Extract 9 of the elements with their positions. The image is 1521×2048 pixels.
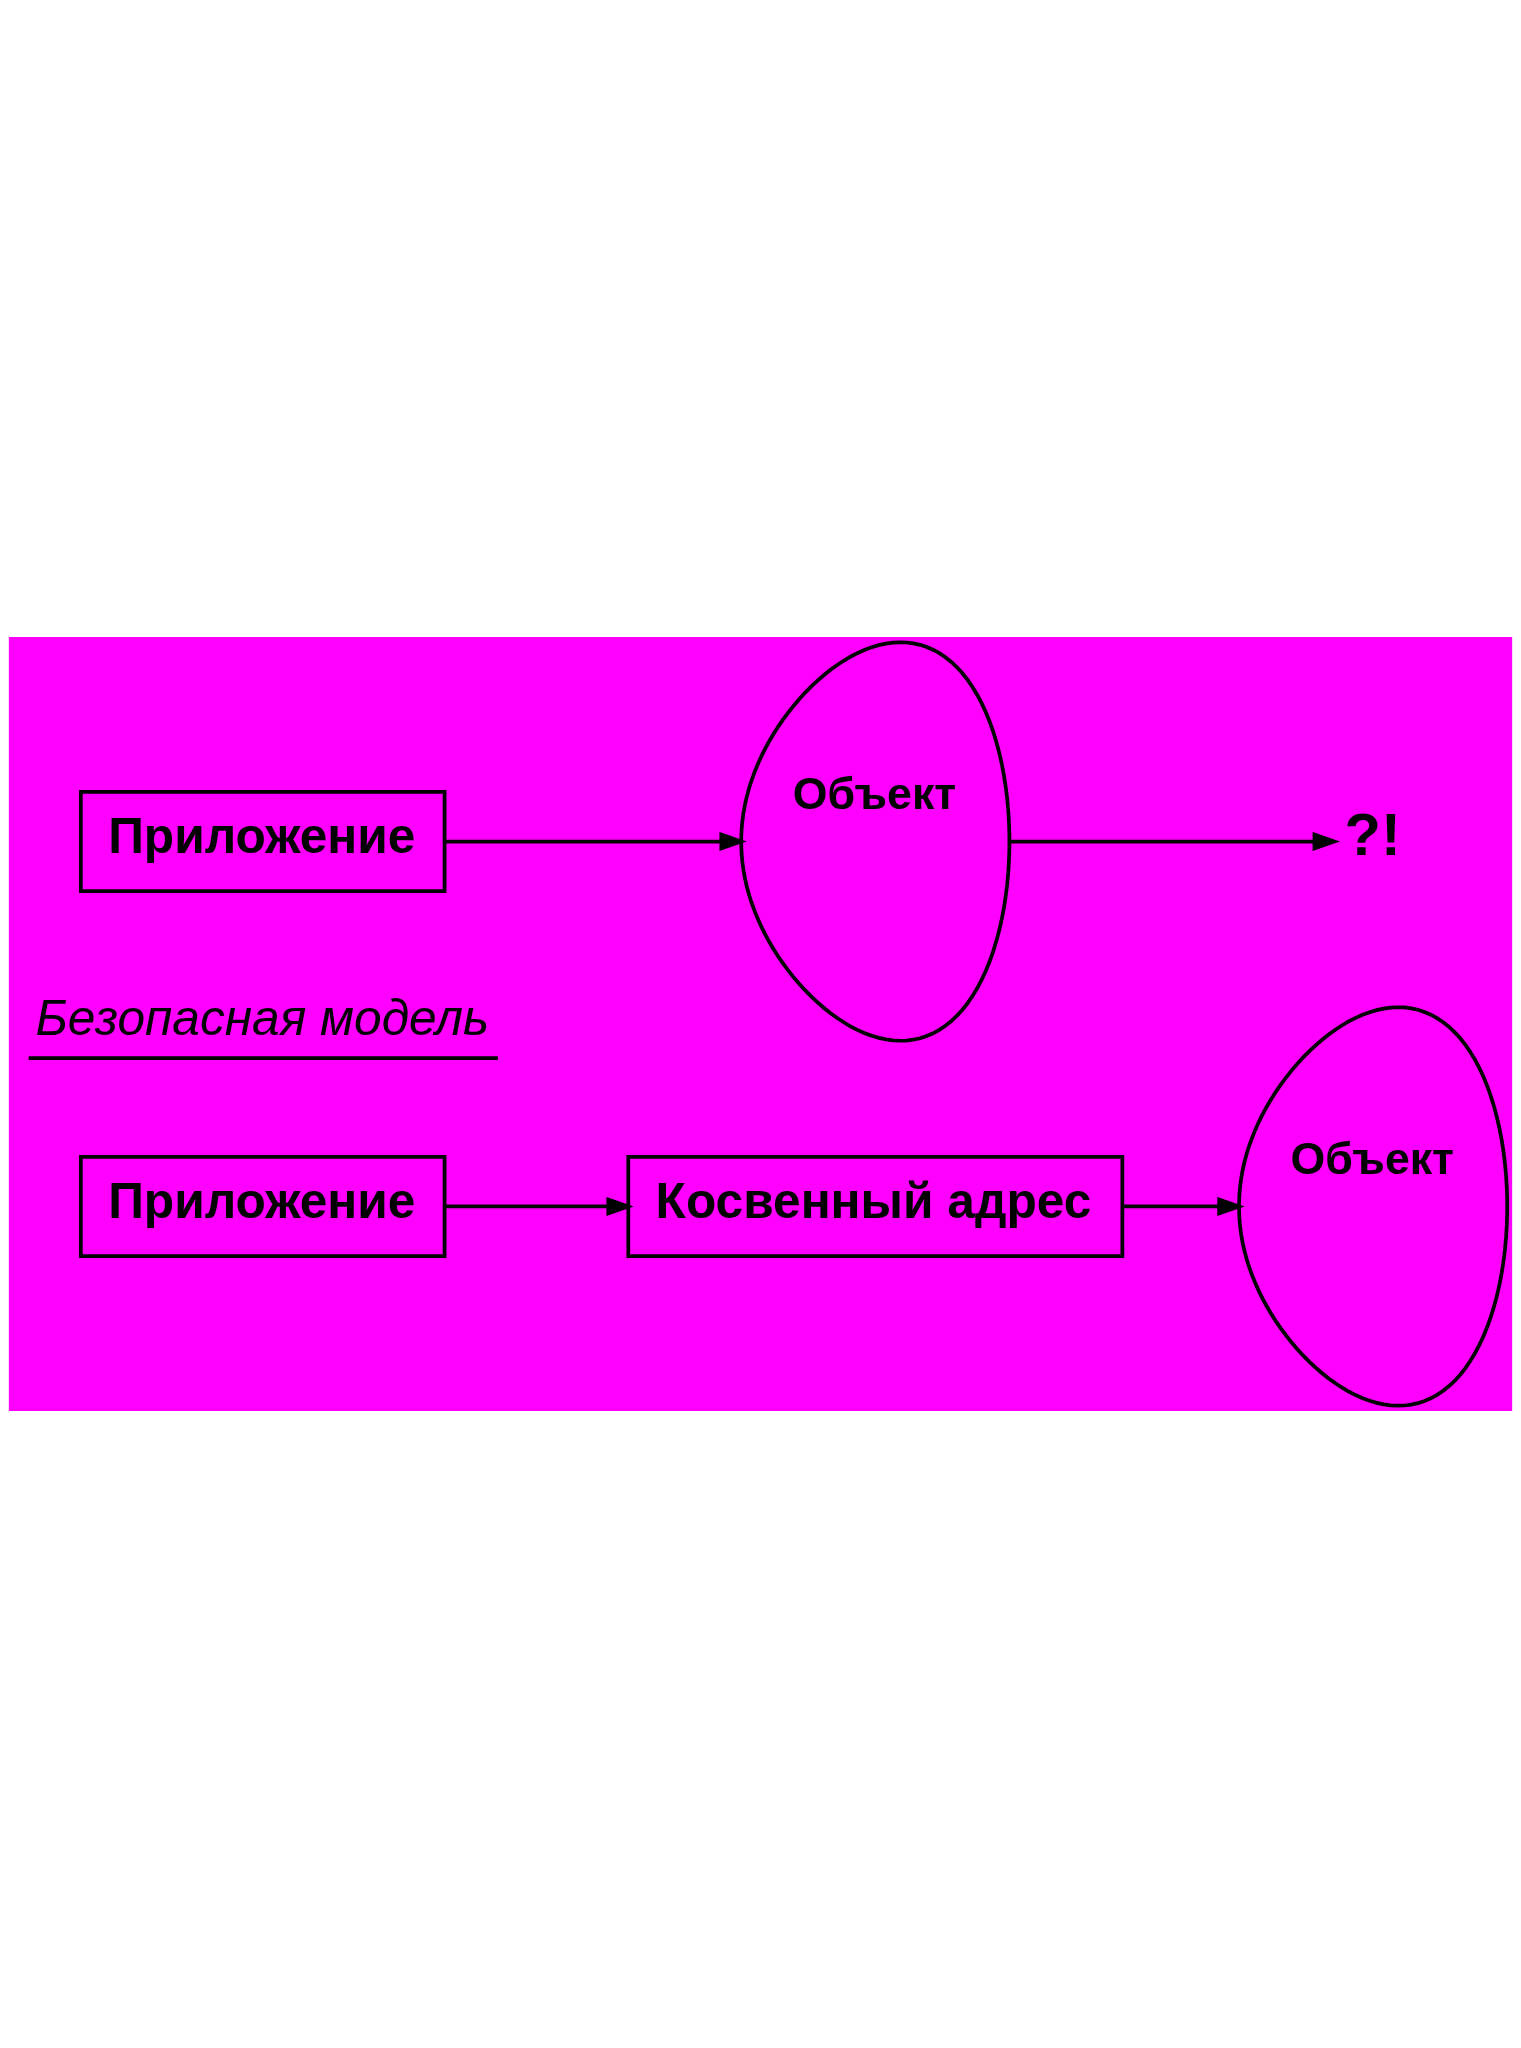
arrow	[444, 1196, 634, 1217]
label: Безопасная модель	[35, 990, 490, 1047]
node-box: Косвенный адрес	[626, 1154, 1125, 1258]
node-box: Приложение	[79, 1154, 447, 1258]
arrow	[1009, 831, 1340, 852]
node-text: ?!	[1344, 801, 1401, 869]
arrow	[444, 831, 747, 852]
arrow	[1122, 1196, 1245, 1217]
node-box: Приложение	[79, 790, 447, 894]
